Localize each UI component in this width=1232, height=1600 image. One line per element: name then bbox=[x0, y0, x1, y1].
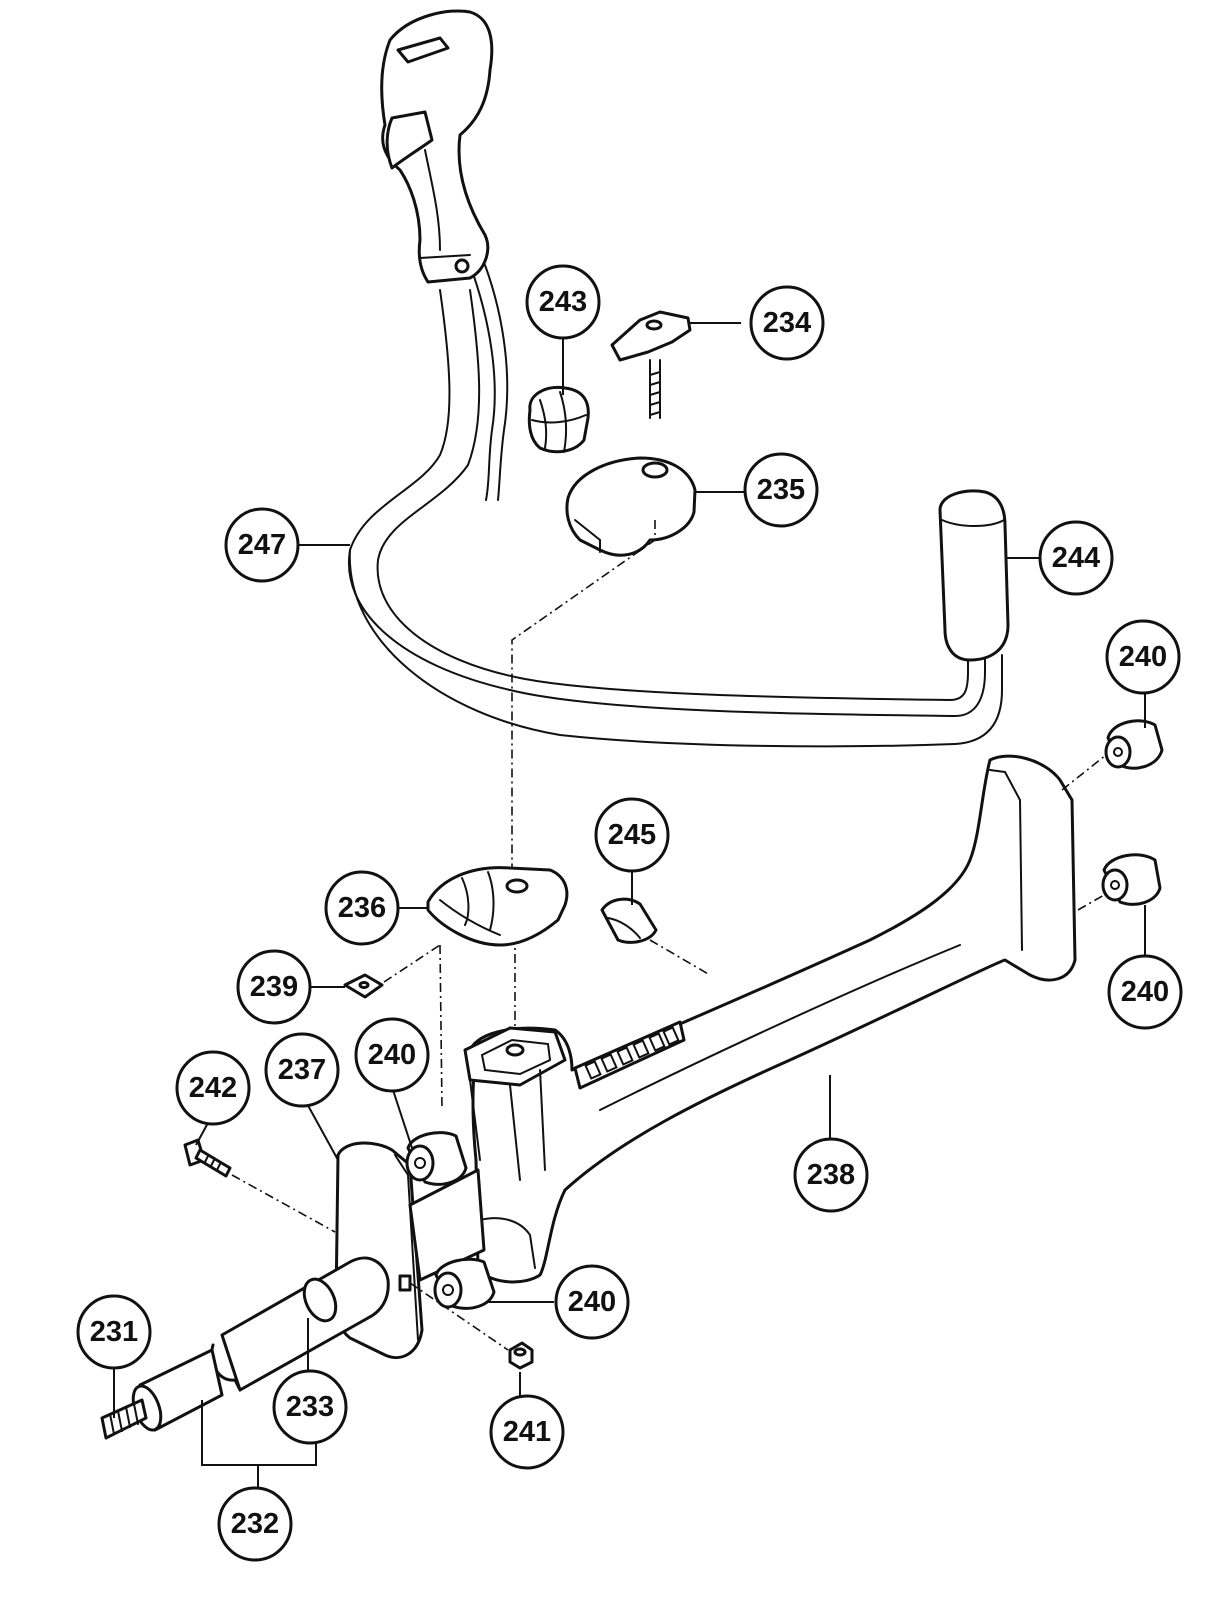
callout-231: 231 bbox=[76, 1294, 152, 1370]
square-nut-239 bbox=[343, 973, 384, 999]
callout-233: 233 bbox=[272, 1369, 348, 1445]
throttle-grip bbox=[380, 9, 494, 284]
svg-text:240: 240 bbox=[1121, 976, 1169, 1008]
damper-240-left-lower bbox=[433, 1257, 496, 1310]
bolt-242 bbox=[183, 1138, 232, 1178]
callout-232: 232 bbox=[217, 1486, 293, 1562]
assembly-line bbox=[1061, 754, 1107, 791]
callout-239: 239 bbox=[236, 949, 312, 1025]
svg-text:236: 236 bbox=[338, 892, 386, 924]
damper-240-mid-right bbox=[1101, 853, 1162, 906]
svg-text:240: 240 bbox=[1119, 641, 1167, 673]
callout-237: 237 bbox=[264, 1032, 340, 1108]
svg-text:238: 238 bbox=[807, 1159, 855, 1191]
callout-240-mid-right: 240 bbox=[1107, 954, 1183, 1030]
callout-238: 238 bbox=[793, 1137, 869, 1213]
assembly-line bbox=[649, 939, 711, 976]
callout-240-left-upper: 240 bbox=[354, 1017, 430, 1093]
assembly-line bbox=[439, 944, 443, 1111]
svg-text:244: 244 bbox=[1052, 542, 1100, 574]
callout-241: 241 bbox=[489, 1394, 565, 1470]
svg-text:231: 231 bbox=[90, 1316, 138, 1348]
assembly-line bbox=[409, 1282, 509, 1351]
callout-236: 236 bbox=[324, 870, 400, 946]
upper-clamp-235 bbox=[565, 456, 697, 557]
lower-clamp-236 bbox=[426, 866, 569, 947]
assembly-line bbox=[1077, 894, 1105, 911]
callout-240-top-right: 240 bbox=[1105, 619, 1181, 695]
svg-text:240: 240 bbox=[368, 1039, 416, 1071]
clip-245 bbox=[600, 897, 658, 944]
callout-243: 243 bbox=[525, 264, 601, 340]
damper-240-left-upper bbox=[405, 1131, 468, 1186]
callout-234: 234 bbox=[749, 285, 825, 361]
callout-245: 245 bbox=[594, 797, 670, 873]
callout-240-left-lower: 240 bbox=[554, 1264, 630, 1340]
svg-text:247: 247 bbox=[238, 529, 286, 561]
main-housing-238 bbox=[463, 754, 1077, 1284]
assembly-line bbox=[231, 1174, 336, 1233]
svg-text:243: 243 bbox=[539, 286, 587, 318]
wing-bolt-234 bbox=[610, 310, 692, 419]
callout-244: 244 bbox=[1038, 520, 1114, 596]
svg-text:239: 239 bbox=[250, 971, 298, 1003]
grip-244 bbox=[938, 489, 1010, 662]
cable-clip-243 bbox=[527, 385, 590, 454]
svg-text:232: 232 bbox=[231, 1508, 279, 1540]
nut-241 bbox=[508, 1341, 534, 1370]
vent-slots bbox=[573, 1020, 686, 1090]
damper-240-top-right bbox=[1104, 719, 1164, 770]
svg-text:245: 245 bbox=[608, 819, 656, 851]
svg-text:240: 240 bbox=[568, 1286, 616, 1318]
svg-text:242: 242 bbox=[189, 1072, 237, 1104]
svg-text:237: 237 bbox=[278, 1054, 326, 1086]
callout-247: 247 bbox=[224, 507, 300, 583]
assembly-line bbox=[383, 944, 441, 983]
svg-text:234: 234 bbox=[763, 307, 811, 339]
callout-242: 242 bbox=[175, 1050, 251, 1126]
svg-text:241: 241 bbox=[503, 1416, 551, 1448]
handle-bar-247 bbox=[347, 264, 1003, 748]
svg-text:235: 235 bbox=[757, 474, 805, 506]
svg-text:233: 233 bbox=[286, 1391, 334, 1423]
callout-235: 235 bbox=[743, 452, 819, 528]
